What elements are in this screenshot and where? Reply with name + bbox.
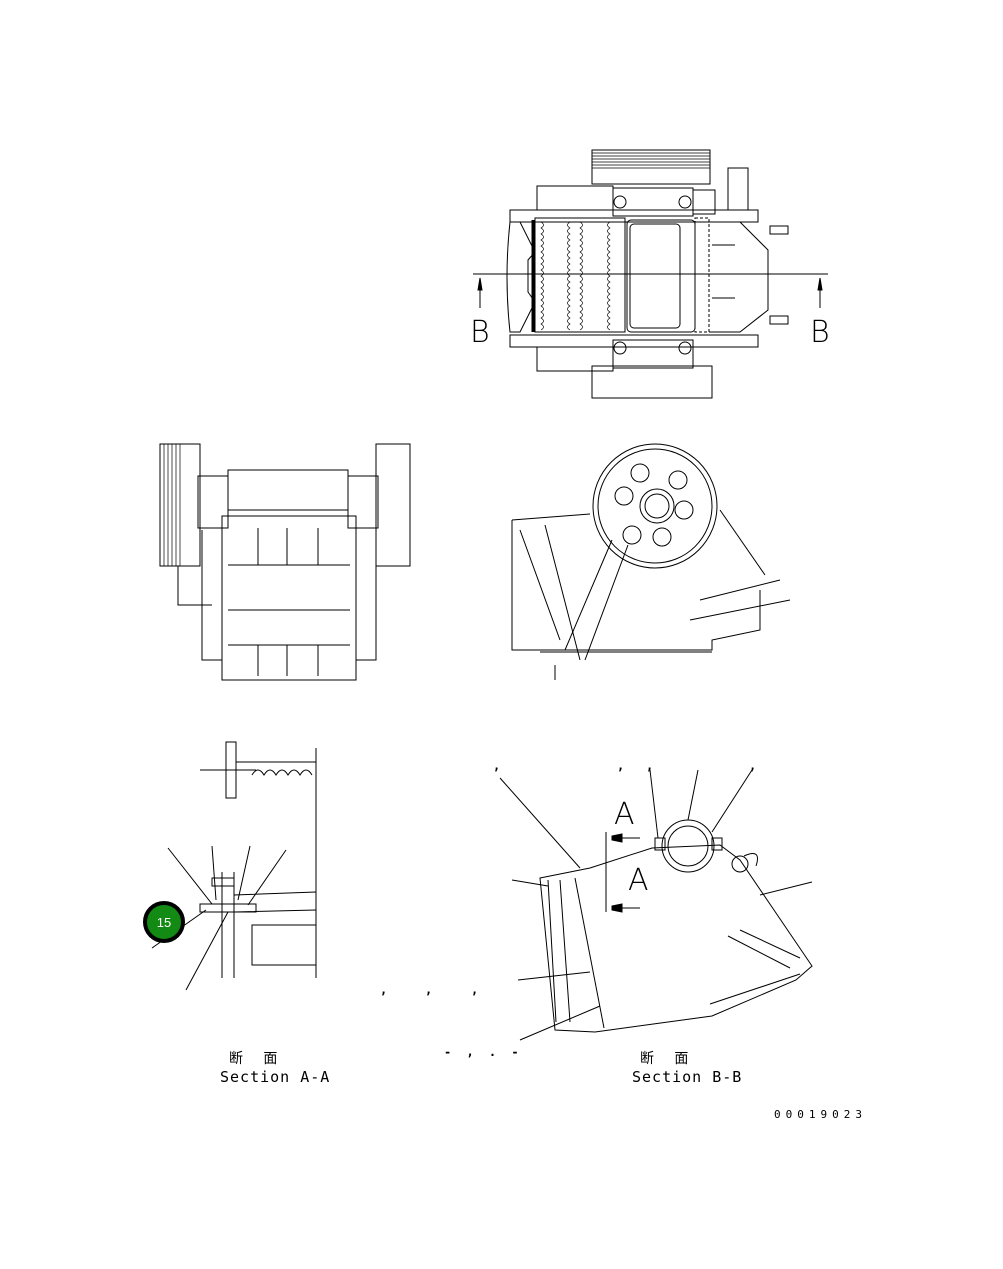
section-bb: [499, 769, 813, 1041]
leader-mark: ,: [646, 759, 654, 773]
section-bb-caption-jp: 断 面: [640, 1051, 695, 1067]
leader-mark: ,: [380, 983, 388, 997]
section-marker-a-upper: A: [614, 797, 635, 832]
document-number: 00019023: [774, 1108, 867, 1121]
leader-mark: ,: [425, 983, 433, 997]
callout-badge-15[interactable]: 15: [143, 901, 185, 943]
section-aa-caption: Section A-A: [220, 1068, 331, 1086]
section-aa-caption-jp: 断 面: [229, 1051, 284, 1067]
leader-mark-row: - , . -: [444, 1045, 523, 1059]
section-marker-b-right: B: [810, 315, 830, 350]
leader-mark: ,: [617, 759, 625, 773]
top-view: [473, 149, 828, 399]
leader-mark: ,: [493, 759, 501, 773]
section-aa: [151, 741, 317, 991]
side-view: [511, 443, 791, 680]
leader-mark: ,: [749, 759, 757, 773]
section-marker-b-left: B: [470, 315, 490, 350]
section-bb-caption: Section B-B: [632, 1068, 743, 1086]
leader-mark: ,: [471, 983, 479, 997]
front-view: [159, 443, 411, 681]
section-marker-a-lower: A: [628, 863, 649, 898]
